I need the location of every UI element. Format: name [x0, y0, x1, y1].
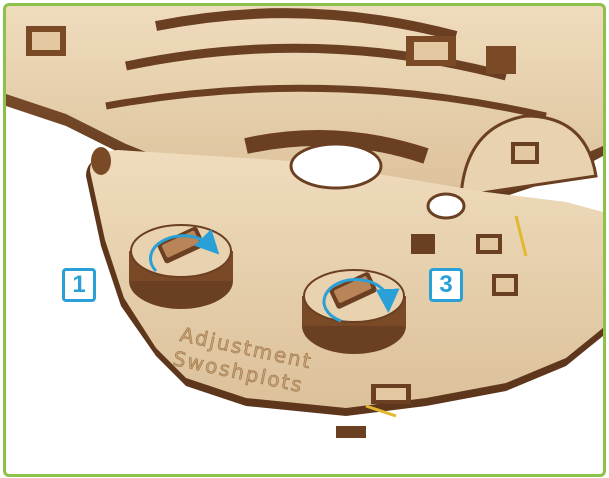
illustration-frame: Adjustment Swoshplots 1 3 [3, 3, 606, 477]
wooden-mechanism-illustration: Adjustment Swoshplots [6, 6, 603, 474]
middle-adjustment-gear [302, 270, 406, 354]
callout-number: 1 [72, 271, 85, 299]
callout-number: 3 [439, 271, 452, 299]
callout-badge-3: 3 [429, 268, 463, 302]
callout-badge-1: 1 [62, 268, 96, 302]
left-adjustment-gear [129, 225, 233, 309]
